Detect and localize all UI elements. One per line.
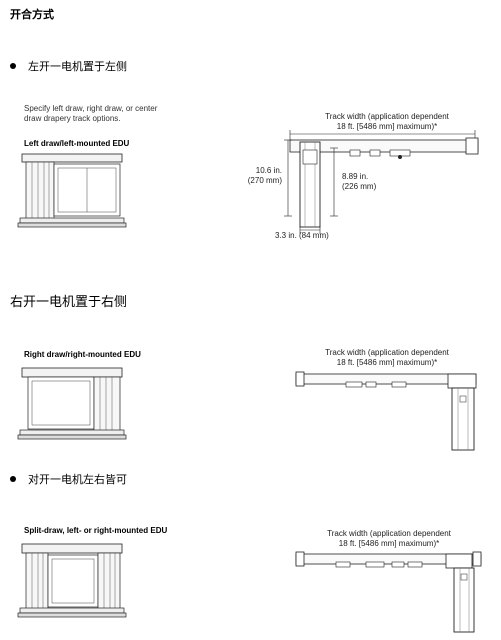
- track-width-line: Track width (application dependent: [325, 348, 449, 357]
- bullet-text: 对开一电机左右皆可: [28, 473, 127, 486]
- dimension-height-label: 10.6 in. (270 mm): [230, 166, 282, 186]
- dimension-line: (226 mm): [342, 182, 377, 191]
- track-dimension-drawing-3: [295, 551, 482, 633]
- track-width-line: Track width (application dependent: [325, 112, 449, 121]
- drawing-label: Left draw/left-mounted EDU: [24, 139, 130, 148]
- window-illustration-split-draw: [17, 543, 127, 618]
- drawing-label: Right draw/right-mounted EDU: [24, 350, 141, 359]
- track-width-line: Track width (application dependent: [327, 529, 451, 538]
- options-description: Specify left draw, right draw, or center…: [24, 104, 157, 124]
- bullet-text: 左开一电机置于左侧: [28, 60, 127, 73]
- track-width-line: 18 ft. [5486 mm] maximum)*: [336, 122, 438, 131]
- bullet-item-split-draw: 对开一电机左右皆可: [10, 471, 127, 487]
- track-width-line: 18 ft. [5486 mm] maximum)*: [338, 539, 440, 548]
- section-heading-right-draw: 右开一电机置于右侧: [10, 295, 128, 310]
- track-width-label: Track width (application dependent 18 ft…: [304, 529, 474, 549]
- dimension-line: 8.89 in.: [342, 172, 369, 181]
- track-width-line: 18 ft. [5486 mm] maximum)*: [336, 358, 438, 367]
- description-line: Specify left draw, right draw, or center: [24, 104, 158, 113]
- drawing-label: Split-draw, left- or right-mounted EDU: [24, 526, 168, 535]
- track-dimension-drawing-1: [284, 130, 479, 234]
- window-illustration-right-draw: [17, 367, 127, 440]
- track-width-label: Track width (application dependent 18 ft…: [302, 348, 472, 368]
- track-width-label: Track width (application dependent 18 ft…: [302, 112, 472, 132]
- bullet-item-left-draw: 左开一电机置于左侧: [10, 58, 127, 74]
- bullet-dot-icon: [10, 476, 16, 482]
- window-illustration-left-draw: [17, 153, 127, 228]
- dimension-depth-label: 3.3 in. (84 mm): [275, 231, 329, 240]
- dimension-line: (270 mm): [247, 176, 282, 185]
- description-line: draw drapery track options.: [24, 114, 121, 123]
- bullet-dot-icon: [10, 63, 16, 69]
- track-dimension-drawing-2: [295, 371, 477, 451]
- page-title: 开合方式: [10, 8, 54, 21]
- dimension-inner-label: 8.89 in. (226 mm): [342, 172, 376, 192]
- dimension-line: 10.6 in.: [255, 166, 282, 175]
